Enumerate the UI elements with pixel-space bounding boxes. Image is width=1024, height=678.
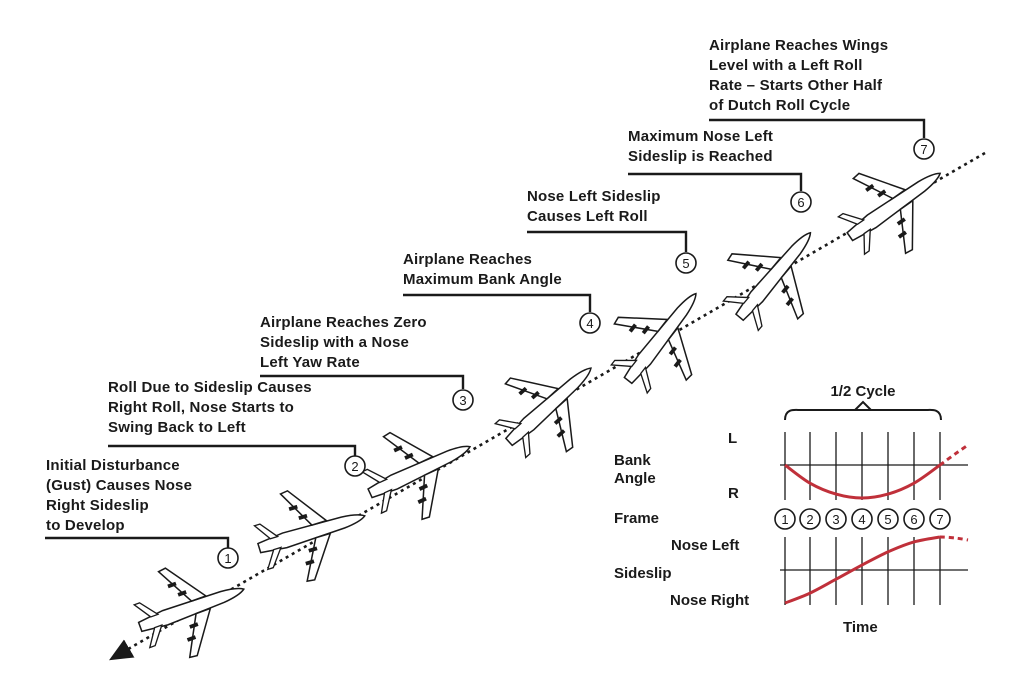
frame-circle-5: [877, 508, 899, 530]
frame-circle-1: [774, 508, 796, 530]
step-6-text: Maximum Nose Left Sideslip is Reached: [628, 128, 774, 165]
cycle-brace: [784, 408, 942, 421]
frame-circle-4: [851, 508, 873, 530]
step-7-circle: [913, 138, 935, 160]
step-4-number: 4: [586, 316, 593, 331]
step-7-text: Airplane Reaches Wings Level with a Left…: [709, 37, 889, 114]
frame-number-7: 7: [936, 512, 943, 527]
frame-number-4: 4: [858, 512, 865, 527]
step-3-text: Airplane Reaches Zero Sideslip with a No…: [260, 314, 427, 371]
airplane-7: [822, 134, 968, 276]
step-5-circle: [675, 252, 697, 274]
bank-angle-curve: [784, 463, 941, 500]
step-6-circle: [790, 191, 812, 213]
step-3-circle: [452, 389, 474, 411]
step-7-number: 7: [920, 142, 927, 157]
frame-number-6: 6: [910, 512, 917, 527]
frame-number-3: 3: [832, 512, 839, 527]
step-2-text: Roll Due to Sideslip Causes Right Roll, …: [108, 379, 312, 436]
flight-path: [108, 151, 986, 661]
nose-left-label: Nose Left: [671, 537, 740, 554]
frame-label: Frame: [614, 510, 660, 527]
bank-angle-label: Bank Angle: [614, 452, 656, 487]
frame-circle-2: [799, 508, 821, 530]
step-2-circle: [344, 455, 366, 477]
sideslip-label: Sideslip: [614, 565, 672, 582]
sideslip-curve-continuation: [939, 535, 969, 542]
airplane-4: [477, 332, 623, 478]
nose-right-label: Nose Right: [670, 592, 750, 609]
airplane-6: [703, 202, 847, 348]
graph: 1/2 Cycle 1 2 3 4 5 6 7: [774, 383, 969, 605]
frame-circle-7: [929, 508, 951, 530]
bank-right-label: R: [728, 485, 739, 502]
step-4-circle: [579, 312, 601, 334]
frame-circle-3: [825, 508, 847, 530]
flight-path-line: [108, 151, 986, 661]
step-1-number: 1: [224, 551, 231, 566]
cycle-label: 1/2 Cycle: [830, 383, 895, 400]
sideslip-curve: [784, 535, 941, 605]
airplane-1: [123, 544, 261, 672]
frame-number-1: 1: [781, 512, 788, 527]
callouts: 1 2 3 4 5 6 7: [45, 118, 935, 569]
step-3-number: 3: [459, 393, 466, 408]
step-5-text: Nose Left Sideslip Causes Left Roll: [527, 188, 661, 225]
step-2-number: 2: [351, 459, 358, 474]
bank-left-label: L: [728, 430, 738, 447]
step-1-circle: [217, 547, 239, 569]
step-5-number: 5: [682, 256, 689, 271]
airplane-5: [590, 264, 734, 410]
step-6-number: 6: [797, 195, 804, 210]
frame-number-5: 5: [884, 512, 891, 527]
frame-circle-6: [903, 508, 925, 530]
airplane-3: [349, 403, 491, 537]
step-4-text: Airplane Reaches Maximum Bank Angle: [403, 251, 562, 288]
airplane-2: [244, 470, 380, 594]
frame-number-2: 2: [806, 512, 813, 527]
frame-row: 1 2 3 4 5 6 7: [774, 508, 951, 530]
sideslip-grid: [780, 537, 968, 605]
step-1-text: Initial Disturbance (Gust) Causes Nose R…: [46, 457, 193, 534]
time-label: Time: [843, 619, 878, 636]
bank-angle-curve-continuation: [939, 443, 969, 467]
